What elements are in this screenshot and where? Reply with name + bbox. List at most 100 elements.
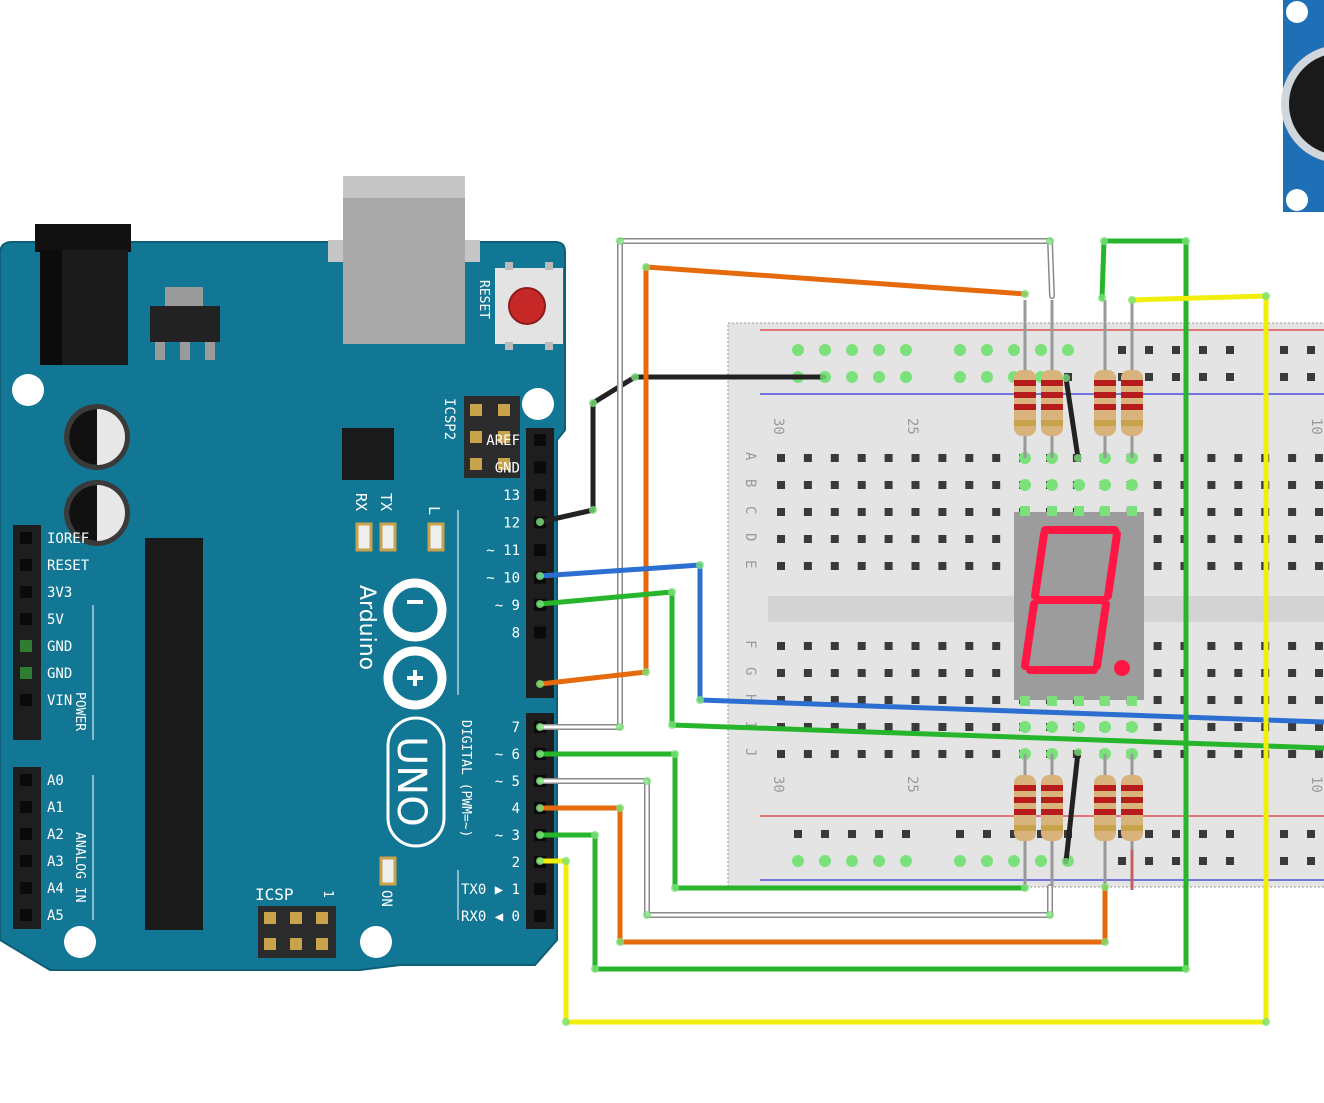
- header-pin[interactable]: [20, 694, 32, 706]
- header-pin: [498, 458, 510, 470]
- display-pin: [1020, 696, 1030, 706]
- wire-endpoint: [1062, 858, 1070, 866]
- bb-hole: [830, 562, 839, 570]
- bb-hole: [1315, 642, 1323, 650]
- bb-hole: [803, 481, 812, 489]
- seven-segment-display: [1014, 506, 1144, 706]
- bb-hole: [857, 723, 866, 731]
- bb-hole-active: [900, 344, 912, 356]
- power-pin-label: GND: [47, 666, 72, 682]
- reset-button[interactable]: [495, 262, 563, 350]
- bb-hole: [938, 562, 947, 570]
- bb-hole: [965, 454, 974, 462]
- bb-hole-active: [846, 344, 858, 356]
- col-label-10-top: 10: [1308, 418, 1324, 435]
- bb-hole-active: [792, 344, 804, 356]
- header-pin[interactable]: [20, 559, 32, 571]
- bb-hole: [857, 696, 866, 704]
- bb-hole: [1288, 696, 1297, 704]
- bb-hole: [884, 669, 893, 677]
- atmega-chip: [145, 538, 203, 930]
- header-pin[interactable]: [20, 882, 32, 894]
- model-name: UNO: [388, 736, 434, 827]
- header-pin: [264, 938, 276, 950]
- bb-rail-hole: [956, 830, 964, 838]
- header-pin[interactable]: [534, 461, 546, 474]
- mount-hole: [522, 388, 554, 420]
- bb-hole: [1153, 642, 1162, 650]
- bb-hole-active: [1035, 344, 1047, 356]
- bb-hole: [938, 508, 947, 516]
- wire-endpoint: [536, 572, 544, 580]
- header-pin[interactable]: [20, 774, 32, 786]
- status-leds: [355, 522, 445, 886]
- bb-hole: [965, 562, 974, 570]
- wire-endpoint: [643, 911, 651, 919]
- header-pin[interactable]: [20, 828, 32, 840]
- bb-rail-hole: [1280, 857, 1288, 865]
- bb-hole: [1207, 454, 1216, 462]
- bb-rail-hole: [1226, 830, 1234, 838]
- bb-hole: [830, 696, 839, 704]
- bb-hole-active: [846, 371, 858, 383]
- bb-hole: [830, 481, 839, 489]
- bb-rail-hole: [1307, 346, 1315, 354]
- header-pin[interactable]: [534, 910, 546, 922]
- bb-rail-hole: [848, 830, 856, 838]
- bb-hole: [884, 723, 893, 731]
- tx-label: TX: [377, 493, 395, 511]
- bb-rail-hole: [1118, 346, 1126, 354]
- wire-endpoint: [1021, 290, 1029, 298]
- header-pin[interactable]: [20, 855, 32, 867]
- header-pin[interactable]: [20, 801, 32, 813]
- bb-rail-hole: [1010, 830, 1018, 838]
- analog-pin-label: A0: [47, 773, 64, 789]
- bb-hole: [911, 642, 920, 650]
- ultrasonic-sensor: [1281, 0, 1324, 212]
- header-pin[interactable]: [534, 434, 546, 446]
- bb-hole: [777, 562, 785, 570]
- dc-power-jack: [35, 224, 131, 365]
- icsp-pin1-label: 1: [320, 890, 335, 898]
- bb-rail-hole: [875, 830, 883, 838]
- header-pin[interactable]: [534, 883, 546, 895]
- header-pin[interactable]: [20, 586, 32, 598]
- header-pin: [264, 912, 276, 924]
- bb-hole: [884, 454, 893, 462]
- digital-header-bottom: [526, 713, 554, 929]
- header-pin[interactable]: [20, 640, 32, 652]
- header-pin[interactable]: [20, 667, 32, 679]
- bb-hole: [884, 535, 893, 543]
- bb-rail-hole: [1199, 373, 1207, 381]
- bb-hole: [857, 508, 866, 516]
- bb-hole: [857, 750, 866, 758]
- row-label-e: E: [742, 560, 758, 568]
- analog-section-label: ANALOG IN: [72, 832, 87, 902]
- bb-hole: [992, 642, 1001, 650]
- bb-hole: [965, 723, 974, 731]
- header-pin[interactable]: [534, 489, 546, 501]
- bb-hole: [938, 669, 947, 677]
- header-pin[interactable]: [534, 544, 546, 556]
- power-pin-label: 3V3: [47, 585, 72, 601]
- header-pin[interactable]: [534, 626, 546, 639]
- bb-hole: [857, 481, 866, 489]
- bb-hole: [1288, 508, 1297, 516]
- bb-hole: [965, 750, 974, 758]
- brand-name: Arduino: [354, 585, 379, 670]
- header-pin[interactable]: [20, 532, 32, 544]
- row-label-j: J: [742, 748, 758, 756]
- bb-hole: [857, 562, 866, 570]
- col-label-30-bottom: 30: [770, 776, 786, 793]
- display-segment: [1093, 600, 1110, 670]
- resistor: [1041, 300, 1063, 458]
- analog-pin-label: A5: [47, 908, 64, 924]
- header-pin[interactable]: [20, 909, 32, 921]
- header-pin[interactable]: [20, 613, 32, 625]
- bb-hole: [938, 723, 947, 731]
- bb-hole: [1153, 508, 1162, 516]
- bb-hole: [884, 481, 893, 489]
- wire-endpoint: [1098, 294, 1106, 302]
